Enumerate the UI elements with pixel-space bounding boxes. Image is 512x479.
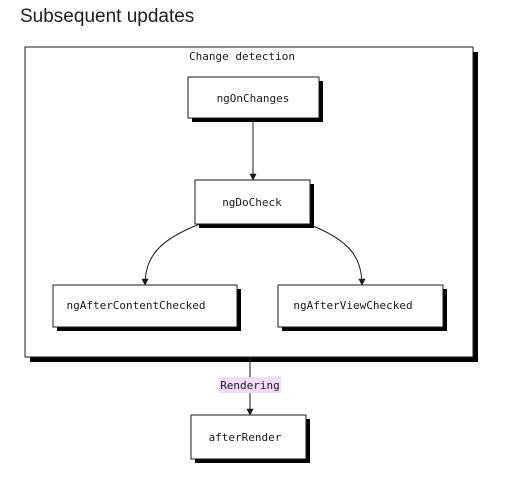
rendering-label-background [219, 377, 281, 393]
node-ngonchanges: ngOnChanges [187, 76, 323, 122]
node-box [194, 179, 311, 225]
cluster-label: Change detection [189, 50, 295, 63]
node-box [277, 284, 444, 328]
node-afterrender: afterRender [190, 414, 310, 463]
node-label: afterRender [209, 431, 282, 444]
node-box [190, 414, 307, 460]
edge-docheck-to-afterviewchecked [307, 223, 366, 286]
node-label: ngAfterContentChecked [66, 299, 205, 312]
node-label: ngOnChanges [217, 92, 290, 105]
node-label: ngDoCheck [222, 196, 282, 209]
node-label: ngAfterViewChecked [293, 299, 412, 312]
edge-docheck-to-aftercontentchecked [141, 223, 201, 286]
node-box [187, 76, 320, 119]
page-title: Subsequent updates [20, 6, 195, 27]
node-ngafterviewchecked: ngAfterViewChecked [277, 284, 447, 331]
node-box [52, 284, 238, 328]
rendering-label-text: Rendering [220, 379, 280, 392]
node-ngdocheck: ngDoCheck [194, 179, 314, 228]
node-ngaftercontentchecked: ngAfterContentChecked [52, 284, 241, 331]
rendering-edge-label: Rendering [219, 377, 281, 393]
edges [141, 118, 366, 416]
